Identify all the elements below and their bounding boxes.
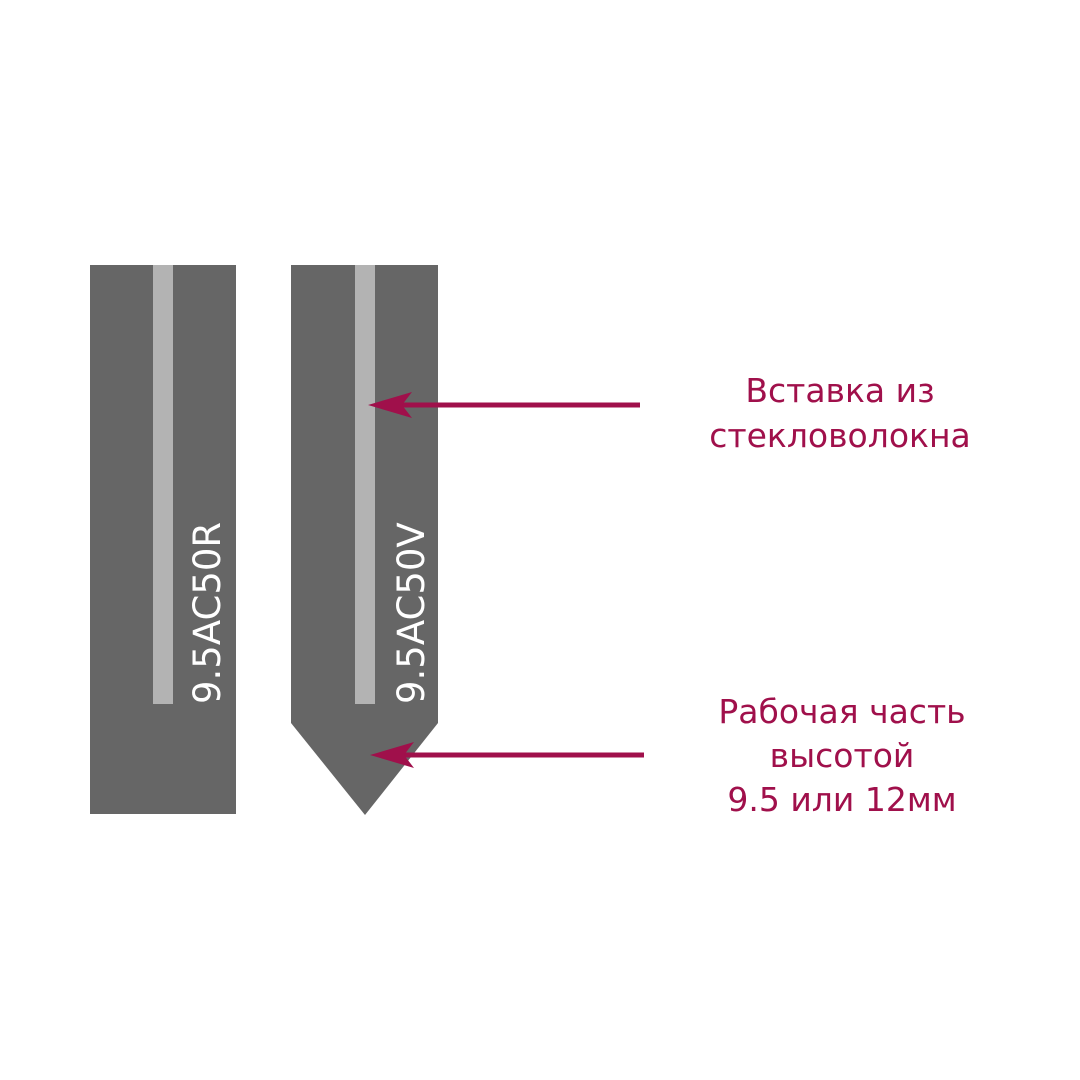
insert-arrowhead-icon — [368, 392, 412, 418]
straight-blade: 9.5AC50R — [90, 265, 236, 814]
insert-arrow — [368, 392, 640, 418]
pointed-blade-fiberglass-insert — [355, 265, 375, 704]
working-part-callout: Рабочая часть высотой 9.5 или 12мм — [642, 690, 1042, 822]
straight-blade-label: 9.5AC50R — [186, 522, 229, 704]
pointed-blade: 9.5AC50V — [291, 265, 438, 815]
working-part-callout-line-3: 9.5 или 12мм — [727, 780, 957, 819]
straight-blade-fiberglass-insert — [153, 265, 173, 704]
insert-callout-line-2: стекловолокна — [709, 416, 971, 455]
working-part-callout-line-2: высотой — [769, 736, 915, 775]
working-part-callout-line-1: Рабочая часть — [718, 692, 966, 731]
pointed-blade-label: 9.5AC50V — [390, 522, 433, 704]
working-part-arrowhead-icon — [370, 742, 414, 768]
working-part-arrow — [370, 742, 644, 768]
insert-callout: Вставка из стекловолокна — [640, 368, 1040, 458]
insert-callout-line-1: Вставка из — [745, 371, 935, 410]
